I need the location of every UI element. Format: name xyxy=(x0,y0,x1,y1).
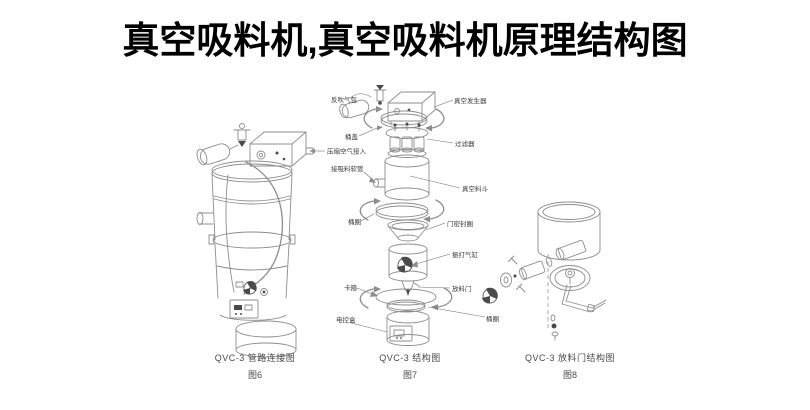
leader-blowback xyxy=(349,93,372,99)
bottom-barrel xyxy=(386,310,430,346)
bottom-valve-parts xyxy=(235,280,268,296)
blowback-air-tank-label: 反吹气包 xyxy=(331,95,358,104)
clamp-label: 卡箍 xyxy=(344,283,358,292)
caption-piping: QVC-3 管路连接图 xyxy=(214,353,296,363)
leader-knocker xyxy=(415,253,451,265)
exploded-structure-svg: 反吹气包 真空发生器 桶盖 过滤器 xyxy=(331,85,499,346)
body-bottom-edge xyxy=(219,314,287,321)
piping-connection-diagram: 压缩空气接入 xyxy=(188,118,373,373)
leader-lid xyxy=(358,127,378,137)
barrel-lid-label: 桶盖 xyxy=(345,132,359,141)
suction-hose-label: 接吸料软管 xyxy=(331,164,364,173)
vacuum-hopper xyxy=(373,154,430,201)
caption-discharge-door: QVC-3 放料门结构图 xyxy=(524,353,615,363)
piping-connection-svg: 压缩空气接入 xyxy=(196,123,367,358)
barrel-body xyxy=(537,201,601,261)
front-control-box xyxy=(229,299,259,319)
hopper-body xyxy=(196,173,293,241)
door-seal-ring-label: 门密封圈 xyxy=(447,219,473,228)
barrel-ring-upper xyxy=(359,198,445,223)
leader-hose-arrow xyxy=(369,177,376,183)
leader-control-box xyxy=(350,322,388,333)
door-shaft-stub xyxy=(555,240,587,261)
vacuum-generator-box xyxy=(387,91,436,126)
leader-clamp xyxy=(356,287,373,295)
caption-structure: QVC-3 结构图 xyxy=(379,353,441,363)
leader-knocker-arrow xyxy=(411,261,418,268)
page-title: 真空吸料机,真空吸料机原理结构图 xyxy=(122,20,688,61)
leader-generator xyxy=(433,99,454,108)
top-valve-assembly xyxy=(233,123,251,147)
air-inlet-label: 压缩空气接入 xyxy=(327,147,367,156)
filter-gasket-ring xyxy=(387,149,427,158)
electric-control-box xyxy=(389,325,413,342)
discharge-door-svg xyxy=(500,201,607,341)
exploded-shaft-parts xyxy=(500,255,553,293)
clamp-band xyxy=(208,231,296,249)
door-seal-cone xyxy=(387,219,429,242)
figure-no-7: 图7 xyxy=(402,370,417,380)
knocker-label: 振打气缸 xyxy=(452,250,479,259)
base-drum xyxy=(235,320,297,358)
leader-door xyxy=(417,286,451,289)
leader-lid-arrow xyxy=(377,125,383,131)
filter-label: 过滤器 xyxy=(455,139,475,148)
lower-body xyxy=(214,243,290,299)
vacuum-hose xyxy=(243,161,284,295)
discharge-door-diagram xyxy=(493,188,643,353)
pneumatic-knocker-icon xyxy=(397,256,413,273)
vacuum-valve xyxy=(373,85,387,105)
door-flange xyxy=(549,265,591,291)
vibrator-part-icon xyxy=(482,287,498,304)
barrel-ring-lower xyxy=(359,286,453,313)
leader-hopper xyxy=(409,175,461,189)
vacuum-generator-label: 真空发生器 xyxy=(454,96,487,105)
bottom-fasteners xyxy=(550,314,559,341)
discharge-door-piece xyxy=(401,280,420,296)
filter-assembly xyxy=(385,122,429,153)
air-tank xyxy=(196,143,239,166)
barrel-ring-upper-label: 桶圈 xyxy=(348,217,361,226)
exploded-structure-diagram: 反吹气包 真空发生器 桶盖 过滤器 xyxy=(330,80,510,355)
vacuum-hopper-label: 真空料斗 xyxy=(462,184,489,193)
air-tube xyxy=(225,174,235,293)
leader-ring-upper xyxy=(360,213,375,222)
air-inlet-port xyxy=(305,147,325,155)
figure-no-8: 图8 xyxy=(562,370,577,380)
leader-door-seal xyxy=(425,222,446,231)
discharge-door-label: 放料门 xyxy=(452,284,472,293)
blowback-air-tank xyxy=(339,99,370,119)
figure-no-6: 图6 xyxy=(247,370,262,380)
leader-filter xyxy=(426,138,454,144)
leader-ring-lower xyxy=(427,306,486,318)
barrel-ring-lower-label: 桶圈 xyxy=(486,314,499,323)
door-lever-arm xyxy=(561,284,607,313)
control-box-label: 电控盒 xyxy=(336,315,356,324)
hopper-lid xyxy=(211,160,293,183)
